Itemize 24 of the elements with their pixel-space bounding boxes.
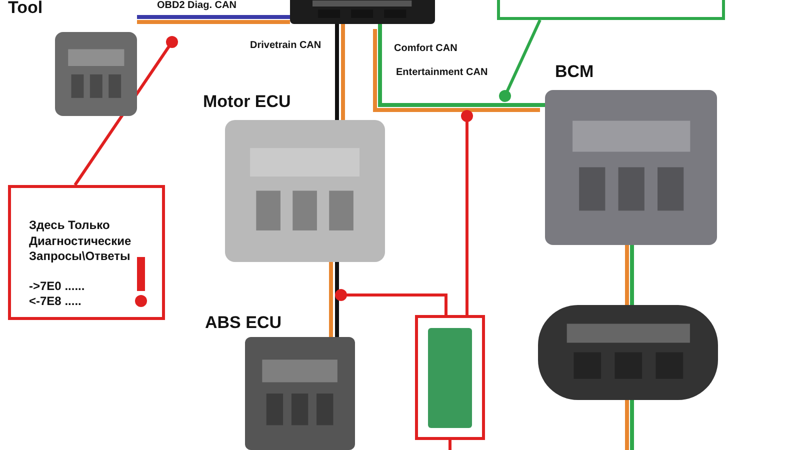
- note-box: [8, 185, 165, 320]
- note-text: <-7E8 .....: [29, 294, 82, 310]
- device-label: Motor ECU: [203, 92, 291, 112]
- callout-box: [497, 0, 725, 20]
- device-label: BCM: [555, 62, 594, 82]
- edge-label: OBD2 Diag. CAN: [155, 0, 238, 11]
- bus-label: Entertainment CAN: [394, 67, 490, 78]
- photo-placeholder: [225, 120, 385, 262]
- photo-placeholder: [538, 305, 718, 400]
- connector-line: [335, 289, 448, 315]
- board-photo-frame: [415, 315, 485, 440]
- connector-line: [499, 19, 542, 102]
- note-text: ->7E0 ......: [29, 278, 86, 294]
- connector-line: [461, 110, 473, 315]
- photo-placeholder: [290, 0, 435, 24]
- note-text: Здесь Только Диагностические Запросы\Ответы: [29, 218, 132, 265]
- device-label: ABS ECU: [205, 313, 282, 333]
- edge-label: Comfort CAN: [392, 43, 460, 54]
- photo-placeholder: [545, 90, 717, 245]
- photo-placeholder: [245, 337, 355, 450]
- connector-line: [448, 440, 452, 450]
- edge-label: Drivetrain CAN: [248, 40, 324, 51]
- device-label: Tool: [8, 0, 43, 18]
- photo-placeholder: [55, 32, 137, 116]
